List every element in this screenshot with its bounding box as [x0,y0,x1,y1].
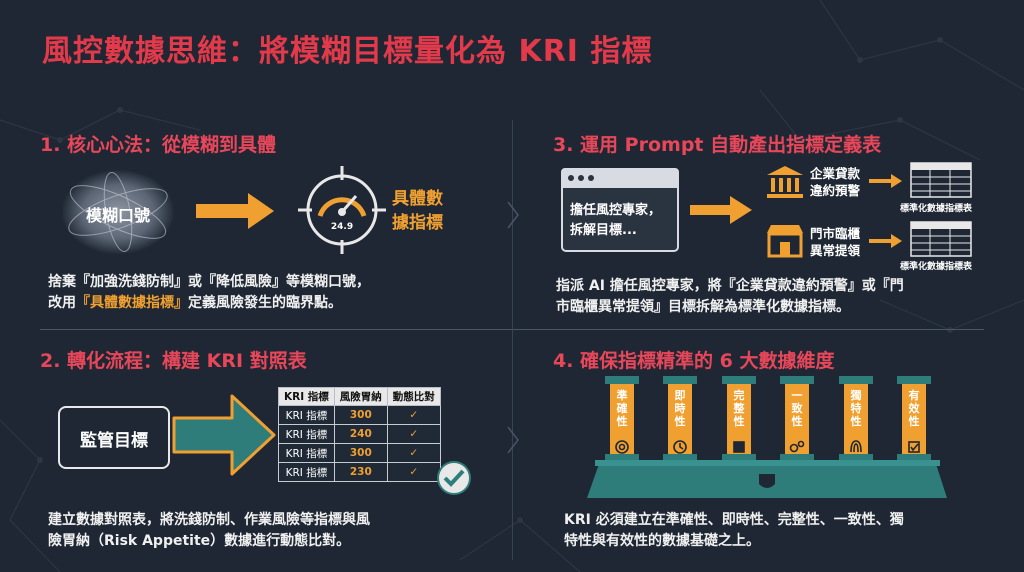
window-dots-icon [568,175,594,181]
section-2-heading: 2. 轉化流程：構建 KRI 對照表 [40,350,307,372]
big-arrow-icon [172,394,276,476]
fingerprint-icon [850,440,862,453]
check-icon: ✓ [386,443,441,463]
section-1-body-line1: 捨棄『加強洗錢防制』或『降低風險』等模糊口號， [48,274,370,290]
chevron-right-icon [507,426,519,454]
clock-icon [673,440,687,454]
section-1-heading: 1. 核心心法：從模糊到具體 [40,134,277,156]
item-counter-withdrawal: 門市臨櫃 異常提領 [810,226,861,258]
fuzzy-slogan-label: 模糊口號 [85,206,150,225]
spreadsheet-icon [910,221,972,257]
highlight-metric: 『具體數據指標』 [76,295,188,311]
arrow-right-icon [690,196,752,224]
prompt-text: 擔任風控專家， 拆解目標... [570,203,662,238]
column-header: KRI 指標 [278,387,335,406]
storefront-icon [767,225,803,258]
spreadsheet-icon [910,162,972,198]
pillar-label-1: 準確性 [616,389,628,428]
atom-orbit-icon [68,172,168,252]
table-caption-1: 標準化數據指標表 [900,204,973,214]
section-4-heading: 4. 確保指標精準的 6 大數據維度 [553,350,835,372]
pillar-label-2: 即時性 [674,389,686,428]
section-1-body: 捨棄『加強洗錢防制』或『降低風險』等模糊口號， 改用『具體數據指標』定義風險發生… [48,272,370,314]
pillar-1 [605,376,639,460]
pillar-6 [897,376,931,460]
pillar-3 [722,376,756,460]
concrete-metric-line1: 具體數 [392,189,443,209]
check-circle-icon [437,461,471,495]
gauge-target-icon: 24.9 [298,166,386,254]
check-icon: ✓ [386,424,441,444]
pillar-label-5: 獨特性 [850,389,862,428]
gauge-value: 24.9 [331,222,353,232]
shield-icon [759,474,775,488]
pillars-temple [587,376,947,498]
section-1-body-line2: 改用『具體數據指標』定義風險發生的臨界點。 [48,295,342,311]
check-icon: ✓ [386,405,441,425]
target-icon [615,440,629,454]
checkbox-icon [908,441,920,453]
puzzle-icon [733,441,745,453]
bank-icon [767,166,803,198]
chevron-right-icon [507,201,519,229]
section-4-body: KRI 必須建立在準確性、即時性、完整性、一致性、獨 特性與有效性的數據基礎之上… [564,512,904,549]
page-title: 風控數據思維：將模糊目標量化為 KRI 指標 [42,34,653,69]
prompt-window-titlebar [561,168,679,188]
pillar-label-4: 一致性 [791,389,803,428]
kri-table-header: KRI 指標 風險胃納 動態比對 [278,387,441,406]
arrow-right-icon [869,234,902,248]
table-caption-2: 標準化數據指標表 [900,262,973,272]
pillar-label-6: 有效性 [908,389,920,428]
concrete-metric-label: 具體數 據指標 [392,187,443,235]
column-header: 動態比對 [386,387,441,406]
section-3-heading: 3. 運用 Prompt 自動產出指標定義表 [553,134,882,156]
arrow-right-icon [869,174,902,188]
column-header: 風險胃納 [333,387,388,406]
vertical-divider [512,120,513,560]
concrete-metric-line2: 據指標 [392,213,443,233]
regulatory-goal-label: 監管目標 [80,431,148,451]
regulatory-goal-box [58,406,170,469]
pillar-label-3: 完整性 [733,389,745,428]
check-icon: ✓ [386,462,441,482]
gears-icon [789,440,805,453]
section-3-body: 指派 AI 擔任風控專家，將『企業貸款違約預警』或『門 市臨櫃異常提領』目標拆解… [556,278,904,315]
pillar-5 [839,376,873,460]
item-corporate-loan: 企業貸款 違約預警 [810,166,861,198]
fuzzy-cloud [62,170,174,254]
section-2-body: 建立數據對照表，將洗錢防制、作業風險等指標與風 險胃納（Risk Appetit… [48,512,370,549]
arrow-right-icon [196,193,274,229]
